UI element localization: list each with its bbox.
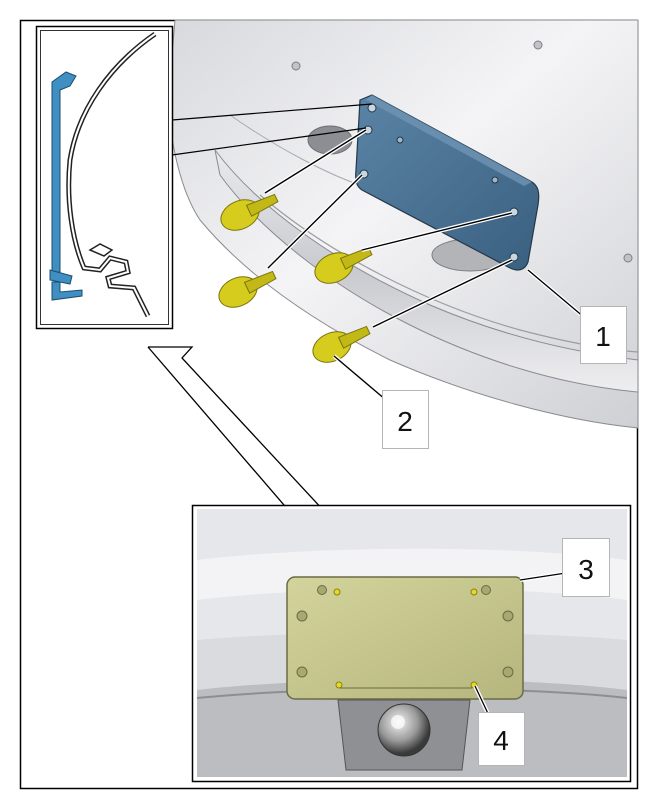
bumper-hole [291,61,301,71]
callout-2-label: 2 [397,406,413,437]
callout-4-label: 4 [493,725,509,756]
push-clips [218,193,373,363]
bracket-hole [509,252,519,262]
bracket-hole [396,136,404,144]
push-clip [314,246,373,284]
bracket-hole [367,103,377,113]
section-detail-inset [35,25,373,330]
callout-leaders [333,269,586,401]
push-clip [312,325,371,363]
assembly-leader-lines [264,129,513,328]
rear-camera [377,703,431,757]
callout-1-label: 1 [595,321,611,352]
bumper-recess [307,125,353,155]
section-zoom-pointer [171,103,373,156]
bumper-hole [623,253,633,263]
bumper-body [167,20,638,429]
plate-mount-holes [296,585,514,678]
plate-detail-inset [146,345,632,783]
callout-3-label: 3 [578,554,594,585]
bracket-hole [491,176,499,184]
license-plate [286,576,524,700]
callout-2: 2 [382,390,429,449]
callout-1: 1 [580,306,627,364]
callout-4: 4 [478,712,525,766]
push-clip [220,193,279,231]
bumper-hole [533,40,543,50]
push-clip [218,270,277,308]
bumper-edge-line-2 [229,114,361,186]
callout-3: 3 [562,538,610,597]
